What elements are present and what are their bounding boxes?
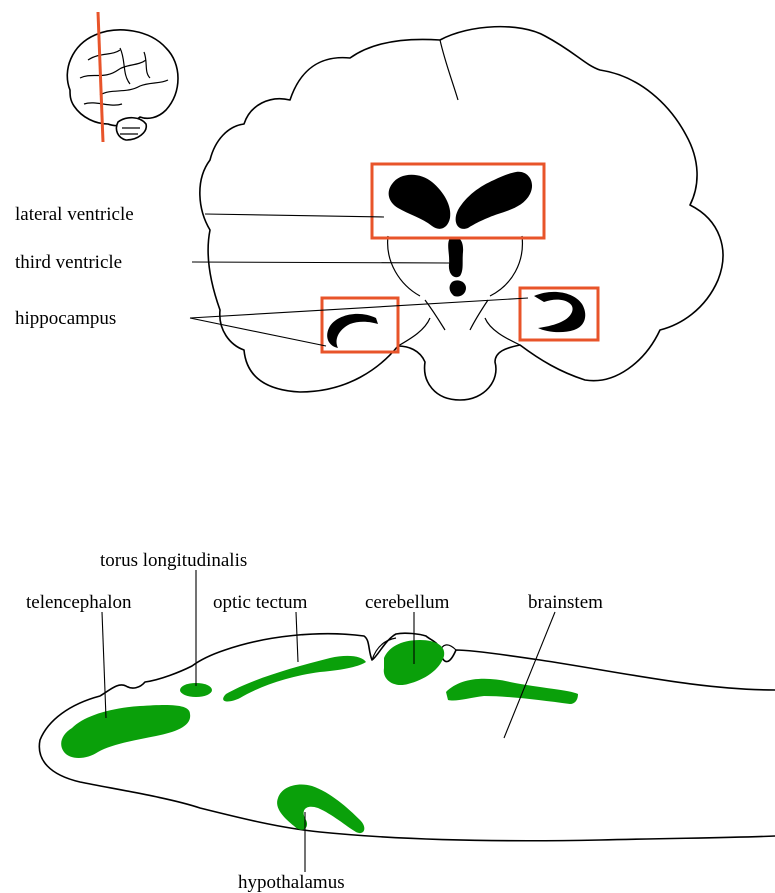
label-optic-tectum: optic tectum	[213, 592, 308, 613]
inset-brain-outline	[67, 30, 178, 126]
label-lateral-ventricle: lateral ventricle	[15, 204, 134, 225]
third-ventricle	[448, 237, 463, 277]
label-telencephalon: telencephalon	[26, 592, 132, 613]
human-brain-inset	[67, 12, 178, 142]
sagittal-section: torus longitudinalis telencephalon optic…	[26, 550, 775, 893]
label-hippocampus: hippocampus	[15, 308, 116, 329]
label-cerebellum: cerebellum	[365, 592, 450, 613]
label-hypothalamus: hypothalamus	[238, 872, 345, 893]
label-brainstem: brainstem	[528, 592, 603, 613]
label-torus-longitudinalis: torus longitudinalis	[100, 550, 247, 571]
label-third-ventricle: third ventricle	[15, 252, 122, 273]
inset-cerebellum	[116, 118, 146, 140]
